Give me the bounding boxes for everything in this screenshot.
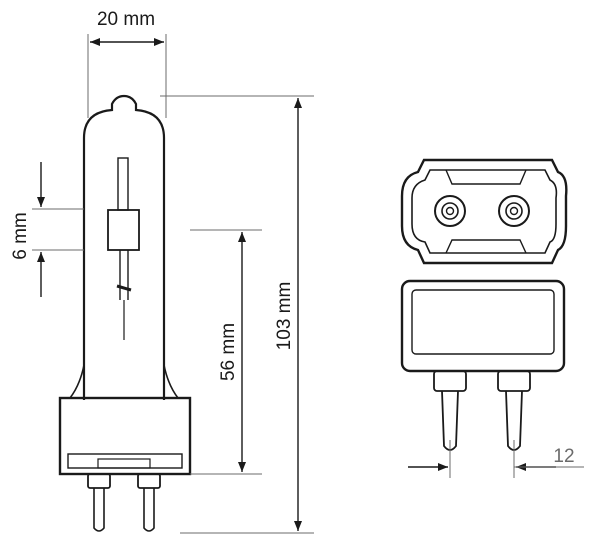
lamp-side-view [58, 94, 192, 532]
total-length-label: 103 mm [274, 282, 295, 351]
lamp-base-front-view [400, 279, 566, 451]
width-dimension: 20 mm [87, 9, 167, 118]
burner-label: 6 mm [10, 212, 31, 260]
pin-pitch-dimension: 12 [408, 440, 584, 478]
total-length-dimension: 103 mm [160, 95, 314, 534]
lamp-base-top-view [400, 158, 568, 265]
pin-pitch-label: 12 [553, 446, 574, 467]
arc-label: 56 mm [218, 323, 239, 381]
burner-dimension: 6 mm [10, 162, 84, 297]
width-label: 20 mm [97, 9, 155, 30]
arc-dimension: 56 mm [190, 229, 262, 475]
